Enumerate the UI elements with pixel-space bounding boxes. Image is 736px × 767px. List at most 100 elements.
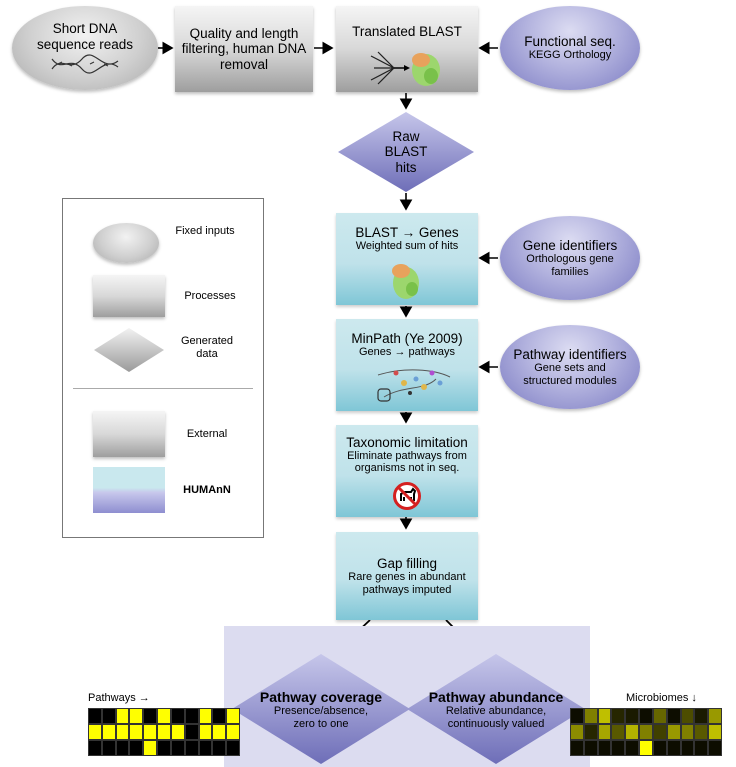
heatmap-cell	[611, 740, 626, 756]
heatmap-cell	[694, 740, 709, 756]
dna-strands-icon	[51, 53, 119, 74]
heatmap-cell	[88, 740, 102, 756]
taxonomic-title: Taxonomic limitation	[346, 435, 468, 450]
heatmap-cell	[226, 740, 240, 756]
heatmap-cell	[226, 724, 240, 740]
heatmap-cell	[625, 724, 640, 740]
pathway-coverage-text: Pathway coverage Presence/absence, zero …	[250, 668, 392, 752]
heatmap-cell	[143, 724, 158, 740]
heatmap-cell	[157, 724, 171, 740]
legend-humann-swatch	[93, 467, 165, 513]
heatmap-cell	[611, 724, 626, 740]
heatmap-cell	[652, 724, 667, 740]
heatmap-cell	[625, 708, 640, 724]
heatmap-cell	[115, 740, 130, 756]
translated-blast-label: Translated BLAST	[352, 24, 462, 39]
functional-seq-title: Functional seq.	[524, 33, 616, 49]
heatmap-cell	[212, 708, 227, 724]
legend-fixed-inputs: Fixed inputs	[175, 225, 235, 237]
heatmap-cell	[101, 740, 116, 756]
heatmap-cell	[198, 740, 213, 756]
pathway-identifiers-title: Pathway identifiers	[513, 346, 627, 362]
heatmap-cell	[198, 724, 213, 740]
pathway-identifiers-sub: Gene sets and structured modules	[523, 362, 617, 387]
heatmap-cell	[184, 740, 199, 756]
heatmap-cell	[583, 724, 598, 740]
pathway-abundance-diamond	[407, 654, 585, 764]
protein-structure-icon	[392, 264, 419, 299]
heatmap-cell	[583, 708, 598, 724]
heatmap-cell	[101, 708, 116, 724]
minpath-sub: Genes → pathways	[359, 346, 455, 358]
heatmap-cell	[170, 724, 185, 740]
pathway-coverage-diamond	[232, 654, 410, 764]
heatmap-cell	[170, 708, 185, 724]
heatmap-cell	[143, 740, 158, 756]
heatmap-cell	[129, 724, 144, 740]
pathway-identifiers-node: Pathway identifiers Gene sets and struct…	[500, 325, 640, 409]
minpath-title: MinPath (Ye 2009)	[351, 331, 463, 346]
heatmap-right-label: Microbiomes ↓	[626, 692, 697, 704]
legend-divider	[73, 388, 253, 389]
raw-blast-line-2: BLAST	[384, 144, 428, 160]
pathway-coverage-sub: Presence/absence, zero to one	[273, 705, 369, 731]
minpath-node: MinPath (Ye 2009) Genes → pathways	[336, 319, 478, 411]
heatmap-cell	[88, 724, 102, 740]
raw-blast-line-3: hits	[395, 159, 417, 175]
heatmap-cell	[583, 740, 598, 756]
legend-external: External	[186, 428, 228, 440]
heatmap-cell	[198, 708, 213, 724]
heatmap-cell	[597, 740, 612, 756]
pathway-presence-heatmap	[88, 708, 240, 756]
blast-protein-icon	[370, 51, 440, 86]
functional-seq-sub: KEGG Orthology	[528, 49, 612, 62]
heatmap-cell	[625, 740, 640, 756]
heatmap-cell	[708, 740, 722, 756]
quality-filter-label: Quality and length filtering, human DNA …	[181, 25, 307, 72]
heatmap-cell	[680, 724, 695, 740]
legend-diamond-swatch	[94, 328, 164, 372]
gap-filling-sub: Rare genes in abundant pathways imputed	[348, 571, 466, 596]
heatmap-cell	[666, 724, 681, 740]
heatmap-left-label: Pathways →	[88, 692, 150, 704]
gene-identifiers-title: Gene identifiers	[522, 237, 618, 253]
heatmap-cell	[157, 708, 171, 724]
raw-blast-label: Raw BLAST hits	[336, 110, 476, 194]
taxonomic-sub: Eliminate pathways from organisms not in…	[347, 450, 467, 474]
heatmap-cell	[611, 708, 626, 724]
heatmap-cell	[652, 708, 667, 724]
heatmap-cell	[680, 708, 695, 724]
heatmap-cell	[666, 740, 681, 756]
heatmap-cell	[597, 708, 612, 724]
legend-humann: HUMAnN	[183, 484, 231, 496]
heatmap-cell	[184, 708, 199, 724]
heatmap-cell	[157, 740, 171, 756]
gene-identifiers-sub: Orthologous gene families	[526, 253, 614, 278]
heatmap-cell	[88, 708, 102, 724]
raw-blast-diamond	[338, 112, 474, 192]
heatmap-cell	[570, 740, 584, 756]
heatmap-cell	[666, 708, 681, 724]
taxonomic-node: Taxonomic limitation Eliminate pathways …	[336, 425, 478, 517]
quality-filter-node: Quality and length filtering, human DNA …	[175, 6, 313, 92]
heatmap-cell	[597, 724, 612, 740]
heatmap-cell	[680, 740, 695, 756]
heatmap-cell	[639, 724, 653, 740]
gene-identifiers-node: Gene identifiers Orthologous gene famili…	[500, 216, 640, 300]
gap-filling-title: Gap filling	[376, 555, 438, 571]
functional-seq-node: Functional seq. KEGG Orthology	[500, 6, 640, 90]
pathway-abundance-sub: Relative abundance, continuously valued	[445, 705, 547, 731]
heatmap-cell	[639, 708, 653, 724]
pathway-map-icon	[377, 369, 451, 402]
legend-box: Fixed inputs Processes Generated data Ex…	[62, 198, 264, 538]
short-reads-label: Short DNA sequence reads	[36, 21, 134, 52]
legend-processes: Processes	[184, 290, 236, 302]
translated-blast-node: Translated BLAST	[336, 6, 478, 92]
heatmap-cell	[101, 724, 116, 740]
heatmap-cell	[129, 740, 144, 756]
pathway-coverage-title: Pathway coverage	[259, 689, 383, 706]
heatmap-cell	[694, 724, 709, 740]
blast-genes-title: BLAST → Genes	[355, 225, 459, 240]
heatmap-cell	[570, 708, 584, 724]
legend-generated-data: Generated data	[181, 335, 233, 361]
